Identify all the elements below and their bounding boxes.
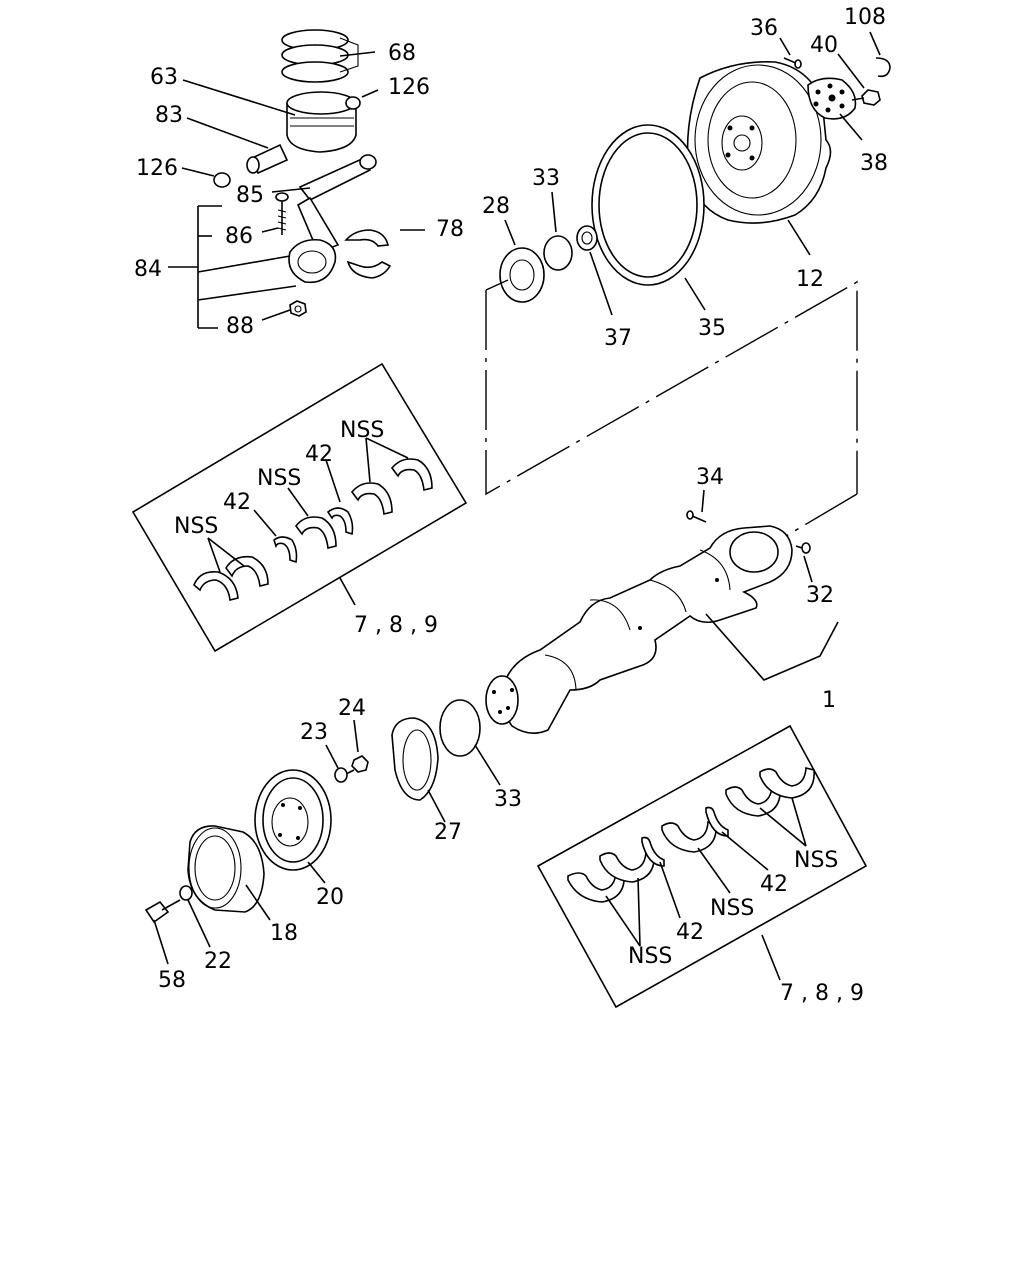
crankshaft-dowel-34 xyxy=(686,510,707,523)
callout-33-bottom: 33 xyxy=(494,787,522,812)
oil-thrower xyxy=(391,717,439,801)
nss-label-upper-right: NSS xyxy=(340,418,384,443)
callout-86: 86 xyxy=(225,224,253,249)
upper-bearing-shells xyxy=(193,458,433,601)
callout-83: 83 xyxy=(155,103,183,128)
callout-33-top: 33 xyxy=(532,166,560,191)
upper-bearing-set-box xyxy=(131,362,468,653)
callout-78: 78 xyxy=(436,217,464,242)
pilot-bearing xyxy=(576,225,598,251)
lower-bearing-set-box xyxy=(536,724,868,1009)
piston-pin xyxy=(246,143,289,175)
nss-label-upper-left: NSS xyxy=(174,514,218,539)
crankshaft-dowel-32 xyxy=(795,542,811,554)
oil-seal-rear xyxy=(543,235,573,271)
bearing-set-label-lower: 7 , 8 , 9 xyxy=(780,981,864,1006)
callout-35: 35 xyxy=(698,316,726,341)
snap-ring-top xyxy=(345,96,361,110)
callout-37: 37 xyxy=(604,326,632,351)
callout-63: 63 xyxy=(150,65,178,90)
tone-wheel xyxy=(254,769,332,871)
callout-126-top: 126 xyxy=(388,75,430,100)
callout-34: 34 xyxy=(696,465,724,490)
flywheel-dowel xyxy=(783,57,802,69)
nss-label-lower-mid: NSS xyxy=(710,896,754,921)
callout-108: 108 xyxy=(844,5,886,30)
bearing-set-label-upper: 7 , 8 , 9 xyxy=(354,613,438,638)
lower-bearing-shells xyxy=(567,766,815,903)
callout-20: 20 xyxy=(316,885,344,910)
nss-label-lower-right: NSS xyxy=(794,848,838,873)
nss-label-upper-mid: NSS xyxy=(257,466,301,491)
callout-68: 68 xyxy=(388,41,416,66)
callout-38: 38 xyxy=(860,151,888,176)
callout-28: 28 xyxy=(482,194,510,219)
flywheel xyxy=(686,61,832,224)
callout-42-a: 42 xyxy=(305,442,333,467)
callout-40: 40 xyxy=(810,33,838,58)
callout-85: 85 xyxy=(236,183,264,208)
connecting-rod-nut xyxy=(289,300,307,317)
piston xyxy=(286,91,357,153)
callout-27: 27 xyxy=(434,820,462,845)
callout-18: 18 xyxy=(270,921,298,946)
callout-42-b: 42 xyxy=(223,490,251,515)
callout-42-c: 42 xyxy=(760,872,788,897)
connecting-rod-bearing xyxy=(344,229,392,279)
snap-ring-left xyxy=(213,172,231,188)
nss-label-lower-left: NSS xyxy=(628,944,672,969)
snap-ring-108 xyxy=(875,57,891,78)
callout-58: 58 xyxy=(158,968,186,993)
callout-42-d: 42 xyxy=(676,920,704,945)
bolt-24 xyxy=(343,755,369,776)
washer-23 xyxy=(334,767,348,783)
callout-22: 22 xyxy=(204,949,232,974)
pulley-bolt xyxy=(144,899,181,924)
crank-timing-gear xyxy=(499,247,545,303)
connecting-rod xyxy=(288,154,377,284)
callout-32: 32 xyxy=(806,583,834,608)
pulley-washer xyxy=(179,885,193,901)
ring-gear xyxy=(591,124,705,286)
crank-pulley xyxy=(187,825,265,913)
callout-84: 84 xyxy=(134,257,162,282)
callout-36: 36 xyxy=(750,16,778,41)
callout-12: 12 xyxy=(796,267,824,292)
callout-1: 1 xyxy=(822,688,836,713)
callout-126-left: 126 xyxy=(136,156,178,181)
oil-seal-front xyxy=(439,699,481,757)
connecting-rod-bolt xyxy=(275,192,289,235)
callout-88: 88 xyxy=(226,314,254,339)
flywheel-washer-plate xyxy=(807,77,857,120)
crankshaft xyxy=(485,525,793,734)
callout-23: 23 xyxy=(300,720,328,745)
flywheel-bolt xyxy=(851,89,881,106)
callout-24: 24 xyxy=(338,696,366,721)
